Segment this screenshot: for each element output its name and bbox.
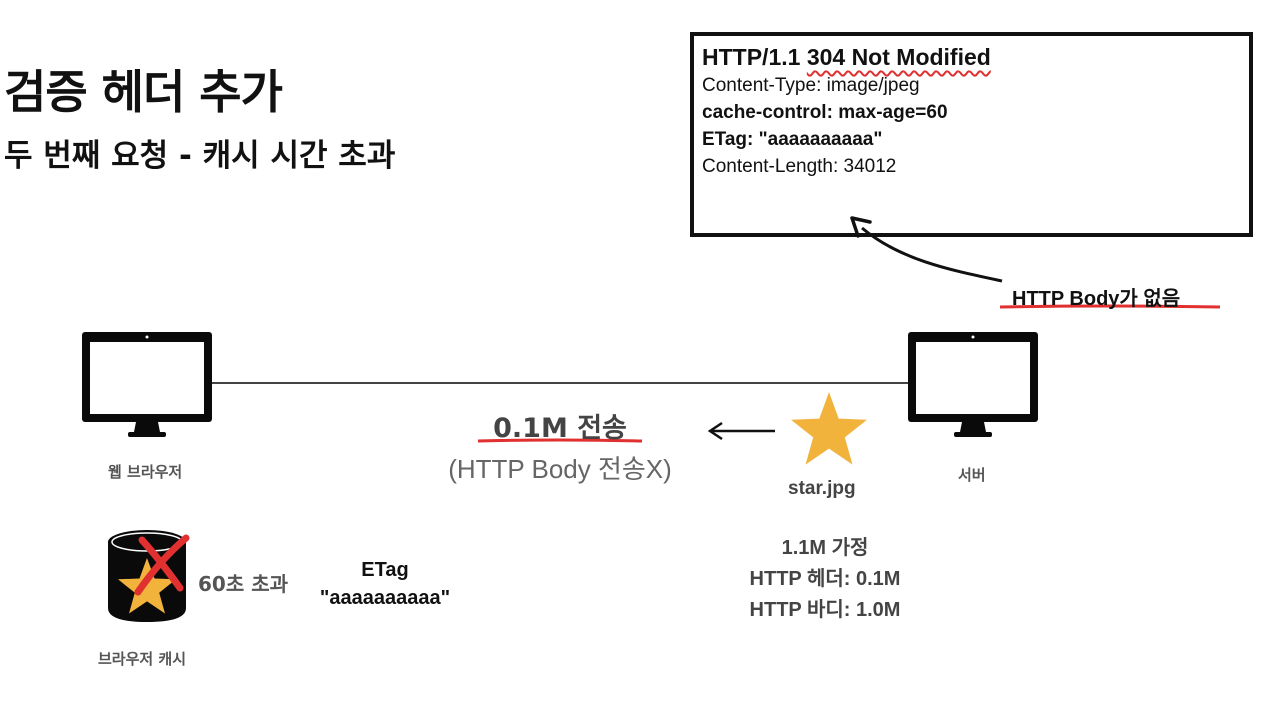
server-monitor-icon <box>908 332 1038 437</box>
response-box: HTTP/1.1 304 Not Modified Content-Type: … <box>690 32 1253 237</box>
assumption-body: HTTP 바디: 1.0M <box>749 599 901 621</box>
server-label: 서버 <box>958 466 986 484</box>
cache-expired-label: 60초 초과 <box>198 572 288 596</box>
transfer-label: 0.1M 전송 (HTTP Body 전송X) <box>430 406 690 486</box>
body-missing-note: HTTP Body가 없음 <box>1012 288 1181 310</box>
status-code-highlight: 304 Not Modified <box>806 44 991 70</box>
transfer-underline <box>477 438 643 443</box>
etag-value: "aaaaaaaaaa" <box>319 587 451 609</box>
etag-label: ETag <box>361 559 409 581</box>
response-status-line: HTTP/1.1 304 Not Modified <box>702 42 1241 72</box>
header-content-type: Content-Type: image/jpeg <box>702 75 920 96</box>
note-underline <box>999 304 1221 309</box>
header-content-length: Content-Length: 34012 <box>702 156 897 177</box>
page-subtitle: 두 번째 요청 - 캐시 시간 초과 <box>4 138 396 174</box>
size-assumptions: 1.1M 가정 HTTP 헤더: 0.1M HTTP 바디: 1.0M <box>700 533 950 626</box>
assumption-total: 1.1M 가정 <box>781 537 869 559</box>
assumption-header: HTTP 헤더: 0.1M <box>749 568 901 590</box>
header-etag: ETag: "aaaaaaaaaa" <box>702 129 883 150</box>
header-cache-control: cache-control: max-age=60 <box>702 102 948 123</box>
note-arrow-head <box>850 216 872 238</box>
resource-filename: star.jpg <box>788 478 856 499</box>
status-prefix: HTTP/1.1 <box>702 44 807 70</box>
transfer-size: 0.1M 전송 <box>493 413 627 444</box>
transfer-note: (HTTP Body 전송X) <box>448 454 672 484</box>
etag-block: ETag "aaaaaaaaaa" <box>300 556 470 612</box>
browser-cache-label: 브라우저 캐시 <box>98 650 187 668</box>
star-icon <box>791 392 867 465</box>
browser-monitor-icon <box>82 332 212 437</box>
note-arrow <box>861 226 1003 283</box>
browser-label: 웹 브라우저 <box>108 463 183 481</box>
cross-icon <box>134 534 190 596</box>
page-title: 검증 헤더 추가 <box>4 65 283 119</box>
transfer-arrow-head <box>707 421 723 441</box>
